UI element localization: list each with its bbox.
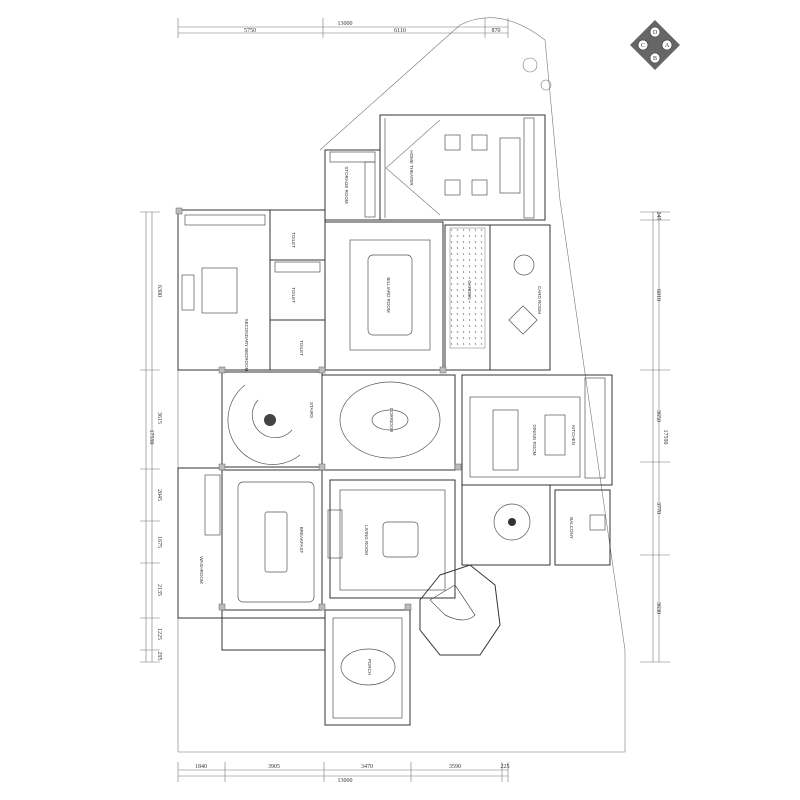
stairs: STAIRS <box>221 371 323 468</box>
secondary-bedroom: SECONDARY BEDROOM <box>177 209 271 372</box>
left-dimensions: 6300 3615 2045 1675 2135 1225 295 17590 <box>140 211 162 663</box>
svg-text:DINING ROOM: DINING ROOM <box>532 425 537 456</box>
svg-text:BALCONY: BALCONY <box>569 517 574 539</box>
columns <box>175 207 462 611</box>
svg-text:TOILET: TOILET <box>291 232 296 248</box>
dining-room: DINING ROOM KITCHEN <box>461 374 613 486</box>
top-dimensions: 5750 6110 870 13000 <box>177 18 509 38</box>
svg-text:WASHROOM: WASHROOM <box>199 556 204 584</box>
svg-text:2045: 2045 <box>156 489 162 501</box>
svg-text:TOILET: TOILET <box>291 287 296 303</box>
balcony: BALCONY <box>554 489 611 566</box>
svg-text:CARD ROOM: CARD ROOM <box>537 286 542 314</box>
svg-text:KITCHEN: KITCHEN <box>571 425 576 445</box>
svg-text:2135: 2135 <box>156 584 162 596</box>
svg-text:GARDEN: GARDEN <box>467 280 472 299</box>
svg-text:225: 225 <box>501 764 510 770</box>
svg-text:17590: 17590 <box>662 430 668 445</box>
svg-text:D: D <box>653 30 658 36</box>
svg-text:BREAKFAST: BREAKFAST <box>299 527 304 554</box>
card-room: CARD ROOM <box>489 224 551 371</box>
svg-text:1840: 1840 <box>195 764 207 770</box>
toilets: TOILET TOILET TOILET <box>269 209 326 371</box>
site-boundary <box>177 17 626 753</box>
svg-text:STORAGE ROOM: STORAGE ROOM <box>344 166 349 203</box>
breakfast-room: BREAKFAST <box>221 469 323 611</box>
porch: PORCH <box>324 609 411 726</box>
storage-room: STORAGE ROOM <box>324 149 381 221</box>
svg-text:BILLIARD ROOM: BILLIARD ROOM <box>386 277 391 313</box>
svg-text:TOILET: TOILET <box>299 340 304 356</box>
right-dimensions: 245 6010 3650 3770 3630 17590 <box>640 212 670 663</box>
svg-text:13000: 13000 <box>338 778 353 784</box>
corridor: CORRIDOR <box>321 374 456 471</box>
svg-text:245: 245 <box>655 212 661 221</box>
svg-text:3630: 3630 <box>655 602 661 614</box>
svg-text:PORCH: PORCH <box>367 659 372 675</box>
svg-text:B: B <box>653 56 657 62</box>
compass-icon: D A C B <box>630 20 680 70</box>
billiard-room: BILLIARD ROOM <box>324 221 444 371</box>
svg-text:3615: 3615 <box>156 412 162 424</box>
svg-text:3770: 3770 <box>655 502 661 514</box>
svg-text:HOME THEATER: HOME THEATER <box>409 150 414 186</box>
svg-text:5750: 5750 <box>244 28 256 34</box>
living-room: LIVING ROOM <box>327 479 456 599</box>
garden: GARDEN <box>444 224 491 371</box>
svg-text:CORRIDOR: CORRIDOR <box>389 408 394 433</box>
bottom-dimensions: 1840 3905 3470 3590 225 13000 <box>177 762 510 784</box>
svg-text:17590: 17590 <box>148 430 154 445</box>
svg-text:3590: 3590 <box>449 764 461 770</box>
svg-text:LIVING ROOM: LIVING ROOM <box>364 525 369 555</box>
svg-text:1675: 1675 <box>156 536 162 548</box>
svg-text:1225: 1225 <box>156 628 162 640</box>
home-theater: HOME THEATER <box>379 114 546 221</box>
breakfast-area <box>461 484 551 566</box>
svg-text:3650: 3650 <box>655 410 661 422</box>
svg-text:870: 870 <box>492 28 501 34</box>
svg-text:3905: 3905 <box>268 764 280 770</box>
svg-text:6300: 6300 <box>156 285 162 297</box>
svg-text:6010: 6010 <box>655 289 661 301</box>
svg-text:A: A <box>665 43 670 49</box>
svg-text:295: 295 <box>156 652 162 661</box>
svg-text:3470: 3470 <box>361 764 373 770</box>
svg-text:6110: 6110 <box>394 28 406 34</box>
svg-text:STAIRS: STAIRS <box>309 402 314 418</box>
svg-text:C: C <box>641 43 645 49</box>
svg-text:13000: 13000 <box>338 21 353 27</box>
piano-bay <box>419 564 501 656</box>
svg-text:SECONDARY BEDROOM: SECONDARY BEDROOM <box>244 319 249 372</box>
washroom: WASHROOM <box>177 467 223 619</box>
